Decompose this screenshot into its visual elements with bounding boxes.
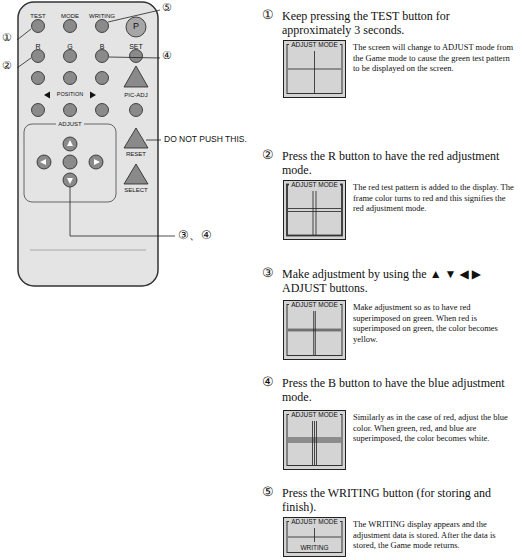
dpad-arrows [40, 140, 100, 184]
callout-number: ⑤ [162, 2, 172, 13]
callout-number: ② [2, 60, 12, 71]
screen-title: ADJUST MODE [289, 181, 339, 189]
screen-message: WRITING [298, 544, 330, 552]
step-description: The red test pattern is added to the dis… [353, 182, 518, 214]
screen-pattern [284, 41, 345, 97]
step-number: ⑤ [262, 485, 274, 499]
remote-body [18, 2, 158, 286]
screen-box: ADJUST MODE [283, 40, 346, 98]
screen-title: ADJUST MODE [289, 411, 339, 419]
step-description: Similarly as in the case of red, adjust … [353, 412, 518, 444]
button-label: P [133, 21, 139, 32]
button-label: MODE [61, 12, 79, 20]
screen-box: ADJUST MODE [283, 180, 346, 240]
screen-pattern [284, 301, 345, 359]
button-label: WRITING [89, 12, 115, 20]
leader-lines [17, 10, 175, 236]
step-number: ② [262, 148, 274, 162]
button-label: R [35, 42, 40, 51]
screen-box: ADJUST MODE WRITING [283, 517, 346, 557]
step-number: ④ [262, 375, 274, 389]
screen-pattern [284, 181, 345, 239]
button-label: ADJUST [56, 120, 83, 128]
callout-number: ④ [162, 50, 172, 61]
step-number: ③ [262, 266, 274, 280]
callout-number: ① [2, 32, 12, 43]
callout-number: ③、④ [178, 228, 212, 242]
button-label: RESET [126, 150, 146, 158]
step-heading: Press the R button to have the red adjus… [282, 149, 518, 177]
screen-box: ADJUST MODE [283, 410, 346, 470]
step-description: Make adjustment so as to have red superi… [353, 302, 518, 344]
step-heading: Make adjustment by using the ▲ ▼ ◀ ▶ ADJ… [282, 267, 518, 295]
remote-seam [30, 250, 146, 251]
screen-title: ADJUST MODE [289, 41, 339, 49]
screen-pattern [284, 411, 345, 469]
screen-title: ADJUST MODE [289, 518, 339, 526]
screen-title: ADJUST MODE [289, 301, 339, 309]
button-label: PIC-ADJ [124, 91, 147, 99]
warning-label: DO NOT PUSH THIS. [164, 134, 247, 145]
step-description: The screen will change to ADJUST mode fr… [353, 42, 518, 74]
button-label: TEST [30, 12, 45, 20]
button-label: POSITION [57, 91, 83, 99]
step-heading: Keep pressing the TEST button for approx… [282, 9, 518, 37]
screen-box: ADJUST MODE [283, 300, 346, 360]
button-label: B [100, 42, 105, 51]
step-heading: Press the B button to have the blue adju… [282, 376, 518, 404]
button-label: SET [129, 42, 143, 51]
button-label: SELECT [124, 186, 147, 194]
remote-buttons [32, 17, 149, 187]
button-label: G [67, 42, 72, 51]
step-number: ① [262, 8, 274, 22]
step-description: The WRITING display appears and the adju… [353, 519, 518, 551]
arrow-marks [44, 92, 96, 99]
step-heading: Press the WRITING button (for storing an… [282, 486, 518, 514]
